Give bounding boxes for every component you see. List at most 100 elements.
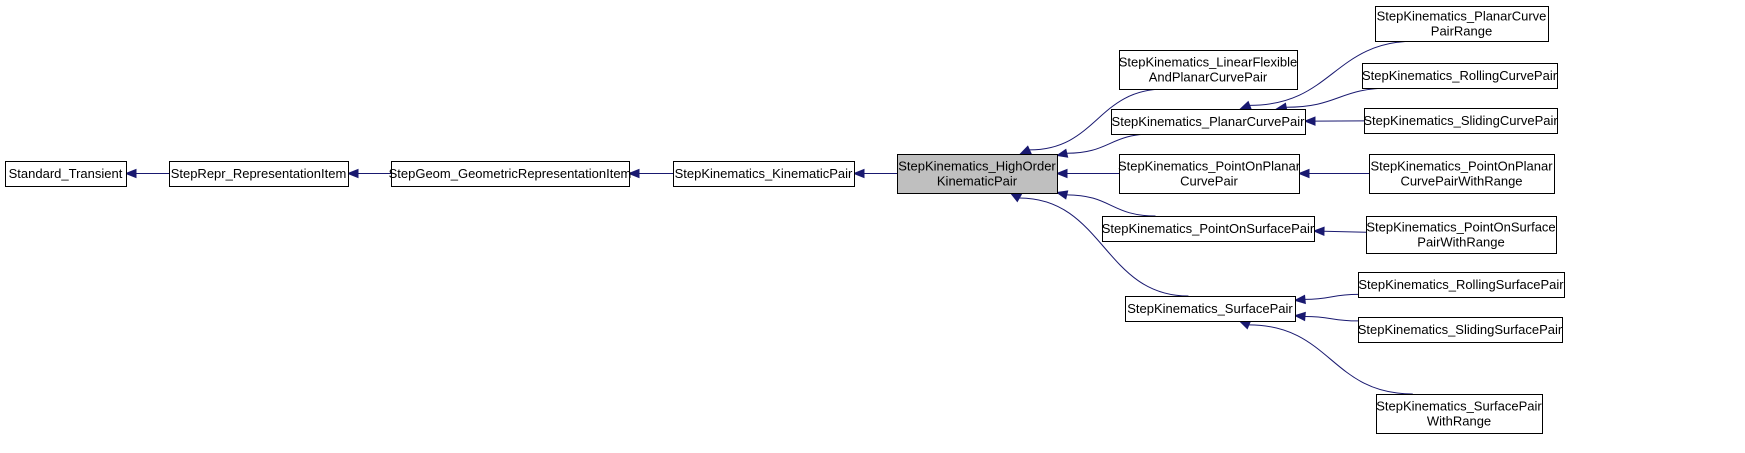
edge-arrowhead	[1297, 168, 1310, 179]
class-box[interactable]	[5, 161, 127, 187]
class-box[interactable]	[1375, 6, 1549, 42]
class-name-label: WithRange	[1427, 414, 1491, 429]
class-node-stepkinematics_linearflexibleandplanarcurvepair[interactable]: StepKinematics_LinearFlexibleAndPlanarCu…	[1119, 50, 1298, 90]
class-box	[897, 154, 1058, 194]
class-box[interactable]	[1362, 63, 1558, 89]
class-name-label: StepKinematics_SurfacePair	[1127, 301, 1293, 316]
class-name-label: StepKinematics_PointOnSurface	[1366, 220, 1555, 235]
edge-line	[1066, 194, 1156, 217]
class-box[interactable]	[1369, 154, 1555, 194]
edge-arrowhead	[1239, 100, 1252, 110]
class-node-stepkinematics_slidingsurfacepair[interactable]: StepKinematics_SlidingSurfacePair	[1358, 317, 1563, 343]
class-name-label: StepKinematics_SurfacePair	[1376, 399, 1542, 414]
class-node-stepkinematics_planarcurvepair[interactable]: StepKinematics_PlanarCurvePair	[1111, 109, 1306, 135]
class-box[interactable]	[1366, 216, 1557, 254]
class-nodes: Standard_Transient StepRepr_Representatio…	[5, 6, 1565, 434]
class-name-label: StepKinematics_KinematicPair	[675, 166, 853, 181]
class-box[interactable]	[1111, 109, 1306, 135]
edge-arrowhead	[852, 168, 865, 179]
inheritance-edge-stepkinematics_slidingsurfacepair-to-stepkinematics_surfacepair	[1293, 311, 1359, 322]
class-node-stepkinematics_pointonsurfacepair[interactable]: StepKinematics_PointOnSurfacePair	[1102, 216, 1315, 242]
edge-line	[1323, 230, 1367, 233]
class-node-standard_transient[interactable]: Standard_Transient	[5, 161, 127, 187]
class-name-label: KinematicPair	[937, 174, 1018, 189]
class-node-stepkinematics_slidingcurvepair[interactable]: StepKinematics_SlidingCurvePair	[1363, 108, 1558, 134]
inheritance-edge-stepkinematics_rollingsurfacepair-to-stepkinematics_surfacepair	[1293, 293, 1359, 305]
class-name-label: CurvePairWithRange	[1400, 174, 1522, 189]
class-name-label: StepRepr_RepresentationItem	[171, 166, 347, 181]
edge-arrowhead	[1293, 311, 1306, 322]
class-name-label: StepKinematics_PointOnSurfacePair	[1102, 221, 1315, 236]
inheritance-edge-stepkinematics_pointonplanarcurvepairwithrange-to-stepkinematics_pointonplanarcurvepair	[1297, 168, 1369, 179]
inheritance-edge-stepkinematics_highorderkinematicpair-to-stepkinematics_kinematicpair	[852, 168, 897, 179]
edge-arrowhead	[1009, 192, 1023, 203]
class-box[interactable]	[1125, 296, 1296, 322]
class-name-label: PairWithRange	[1417, 235, 1504, 250]
class-box[interactable]	[1364, 108, 1558, 134]
edge-arrowhead	[346, 168, 359, 179]
inheritance-edge-stepkinematics_planarcurvepair-to-stepkinematics_highorderkinematicpair	[1055, 133, 1153, 158]
edge-line	[1304, 315, 1359, 322]
inheritance-edge-stepkinematics_linearflexibleandplanarcurvepair-to-stepkinematics_highorderkinematicpair	[1019, 88, 1165, 155]
class-box[interactable]	[1119, 50, 1298, 90]
class-name-label: StepKinematics_SlidingSurfacePair	[1358, 322, 1563, 337]
inheritance-edge-steprepr_representationitem-to-standard_transient	[124, 168, 169, 179]
edge-arrowhead	[124, 168, 137, 179]
class-name-label: Standard_Transient	[9, 166, 123, 181]
class-name-label: StepKinematics_SlidingCurvePair	[1363, 113, 1558, 128]
class-box[interactable]	[673, 161, 855, 187]
edge-arrowhead	[1055, 168, 1068, 179]
class-node-stepkinematics_pointonsurfacepairwithrange[interactable]: StepKinematics_PointOnSurfacePairWithRan…	[1366, 216, 1557, 254]
class-name-label: StepKinematics_RollingCurvePair	[1362, 68, 1558, 83]
class-box[interactable]	[169, 161, 349, 187]
edge-arrowhead	[1312, 226, 1325, 236]
edge-arrowhead	[1293, 294, 1306, 305]
edge-line	[1066, 133, 1153, 154]
class-node-stepkinematics_pointonplanarcurvepairwithrange[interactable]: StepKinematics_PointOnPlanarCurvePairWit…	[1369, 154, 1555, 194]
edge-line	[1248, 324, 1413, 395]
class-node-stepgeom_geometricrepresentationitem[interactable]: StepGeom_GeometricRepresentationItem	[389, 161, 632, 187]
inheritance-edge-stepkinematics_planarcurvepairrange-to-stepkinematics_planarcurvepair	[1239, 40, 1417, 110]
edge-line	[1029, 88, 1165, 151]
class-name-label: StepKinematics_PlanarCurvePair	[1112, 114, 1306, 129]
edge-line	[1249, 40, 1417, 106]
class-name-label: StepKinematics_PointOnPlanar	[1370, 159, 1553, 174]
edge-line	[1286, 87, 1392, 108]
class-name-label: AndPlanarCurvePair	[1149, 70, 1268, 85]
class-box[interactable]	[391, 161, 630, 187]
class-box[interactable]	[1102, 216, 1315, 242]
class-box[interactable]	[1119, 154, 1300, 194]
edge-arrowhead	[1055, 190, 1069, 200]
inheritance-edge-stepgeom_geometricrepresentationitem-to-steprepr_representationitem	[346, 168, 391, 179]
class-box[interactable]	[1358, 272, 1565, 298]
class-name-label: StepKinematics_RollingSurfacePair	[1358, 277, 1564, 292]
class-name-label: StepKinematics_PointOnPlanar	[1118, 159, 1301, 174]
class-name-label: PairRange	[1431, 24, 1492, 39]
inheritance-edge-stepkinematics_kinematicpair-to-stepgeom_geometricrepresentationitem	[627, 168, 673, 179]
class-name-label: StepKinematics_PlanarCurve	[1377, 9, 1547, 24]
class-node-stepkinematics_surfacepair[interactable]: StepKinematics_SurfacePair	[1125, 296, 1296, 322]
edge-line	[1019, 197, 1189, 297]
class-node-stepkinematics_rollingcurvepair[interactable]: StepKinematics_RollingCurvePair	[1362, 63, 1558, 89]
class-node-stepkinematics_kinematicpair[interactable]: StepKinematics_KinematicPair	[673, 161, 855, 187]
edge-line	[1304, 293, 1359, 300]
class-name-label: StepKinematics_HighOrder	[898, 159, 1056, 174]
inheritance-edge-stepkinematics_slidingcurvepair-to-stepkinematics_planarcurvepair	[1303, 116, 1365, 126]
edge-arrowhead	[627, 168, 640, 179]
class-name-label: StepKinematics_LinearFlexible	[1119, 55, 1297, 70]
edge-arrowhead	[1238, 320, 1252, 330]
class-node-stepkinematics_rollingsurfacepair[interactable]: StepKinematics_RollingSurfacePair	[1358, 272, 1565, 298]
inheritance-edge-stepkinematics_pointonsurfacepair-to-stepkinematics_highorderkinematicpair	[1055, 190, 1156, 217]
inheritance-edge-stepkinematics_surfacepair-to-stepkinematics_highorderkinematicpair	[1009, 192, 1189, 297]
class-node-steprepr_representationitem[interactable]: StepRepr_RepresentationItem	[169, 161, 349, 187]
class-box[interactable]	[1376, 394, 1543, 434]
class-name-label: StepGeom_GeometricRepresentationItem	[389, 166, 632, 181]
inheritance-edge-stepkinematics_pointonsurfacepairwithrange-to-stepkinematics_pointonsurfacepair	[1312, 226, 1367, 236]
edge-arrowhead	[1303, 116, 1316, 126]
class-box[interactable]	[1358, 317, 1563, 343]
edge-arrowhead	[1019, 145, 1032, 155]
